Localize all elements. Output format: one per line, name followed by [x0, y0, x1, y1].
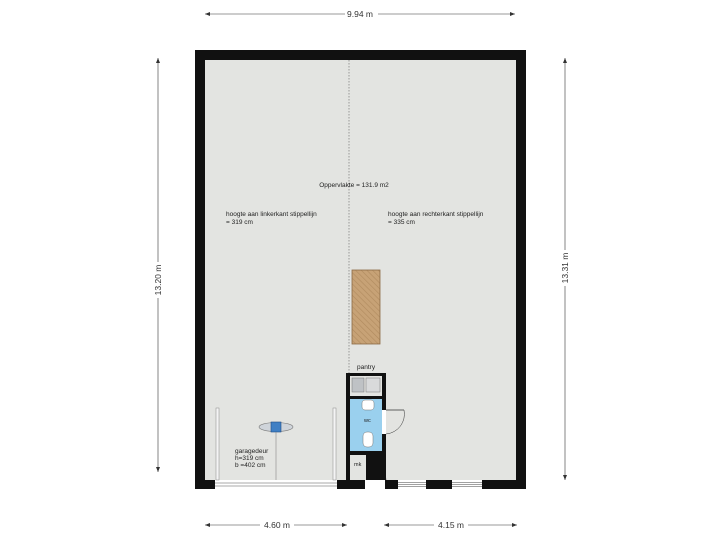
dimension-bottom-right: 4.15 m: [384, 520, 517, 530]
left-height-note-line1: hoogte aan linkerkant stippellijn: [226, 211, 317, 218]
garage-door-label-line2: h=319 cm: [235, 455, 264, 462]
window-bottom-2: [452, 480, 482, 489]
pantry-sink: [351, 377, 365, 393]
wc-washbasin: [361, 399, 375, 411]
pantry-appliance: [365, 377, 381, 393]
window-bottom-1: [398, 480, 426, 489]
garage-door-motor: [258, 421, 294, 480]
garage-door-label-line3: b =402 cm: [235, 462, 266, 469]
dimension-left: 13.20 m: [153, 58, 163, 472]
mk-label: mk: [354, 462, 362, 468]
left-height-note-line2: = 319 cm: [226, 219, 253, 226]
dimension-bottom-left: 4.60 m: [205, 520, 347, 530]
area-label: Oppervlakte = 131.9 m2: [319, 182, 389, 189]
work-counter: [351, 269, 381, 345]
dimension-bottom-left-label: 4.60 m: [264, 520, 290, 530]
dimension-top-label: 9.94 m: [347, 9, 373, 19]
garage-door-opening: [215, 480, 337, 489]
right-height-note-line1: hoogte aan rechterkant stippellijn: [388, 211, 484, 218]
mk-floor: [350, 455, 366, 480]
garage-door-label-line1: garagedeur: [235, 448, 269, 455]
wc-door: [382, 409, 405, 435]
dimension-right-label: 13.31 m: [560, 253, 570, 284]
pantry-label: pantry: [357, 364, 376, 371]
dimension-left-label: 13.20 m: [153, 265, 163, 296]
dimension-top: 9.94 m: [205, 9, 515, 19]
right-height-note-line2: = 335 cm: [388, 219, 415, 226]
wc-toilet: [362, 431, 374, 448]
wc-label: wc: [363, 418, 371, 424]
garage-door-tracks: [215, 407, 337, 481]
dimension-bottom-right-label: 4.15 m: [438, 520, 464, 530]
dimension-right: 13.31 m: [560, 58, 570, 480]
